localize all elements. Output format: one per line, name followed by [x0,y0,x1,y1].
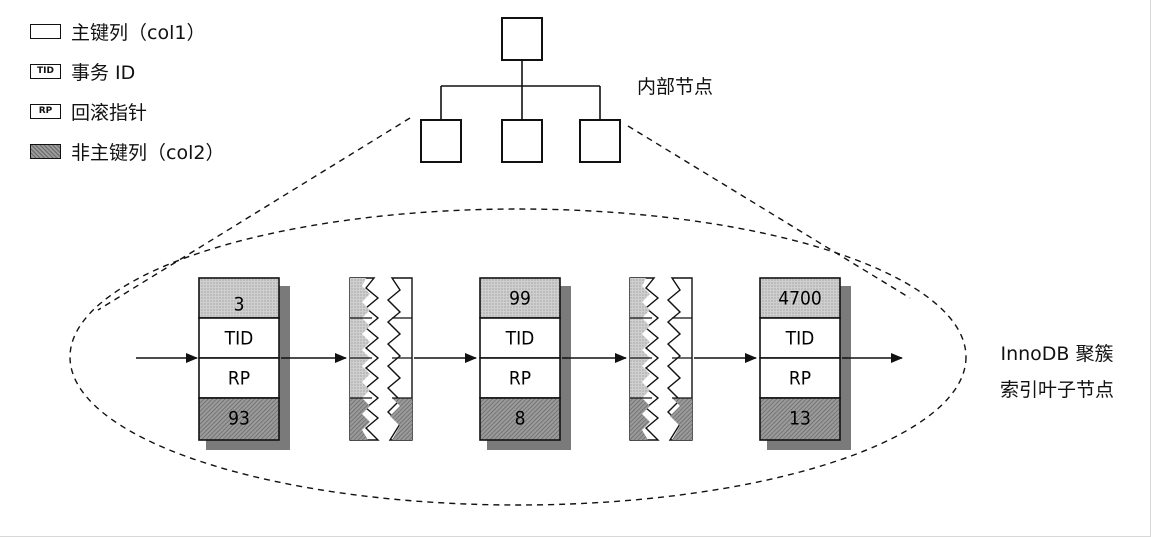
leaf-1-value: 93 [228,408,250,430]
leaf-2-value: 8 [515,408,526,430]
leaf-2-key: 99 [509,288,531,310]
leaf-3-value: 13 [789,408,811,430]
leaf-nodes-label: InnoDB 聚簇 索引叶子节点 [978,336,1136,408]
zoom-line-right [627,125,911,299]
leaf-node-2: 99 TID RP 8 [479,277,571,450]
elided-pages-1 [349,277,413,441]
legend-label-transaction-id: 事务 ID [71,61,136,84]
legend-primary-key: 主键列（col1） [30,18,205,44]
legend-swatch-non-key [30,143,61,159]
leaf-node-1: 3 TID RP 93 [198,277,290,450]
root-node [501,17,543,61]
legend-label-rollback-pointer: 回滚指针 [71,101,148,124]
leaf-1-tid: TID [224,328,254,350]
leaf-3-rp: RP [789,368,811,390]
internal-nodes-label: 内部节点 [637,76,714,98]
legend-swatch-primary-key [30,23,61,39]
leaf-1-rp: RP [228,368,250,390]
leaf-3-tid: TID [785,328,815,350]
legend-label-non-key-column: 非主键列（col2） [71,141,225,164]
legend-label-primary-key: 主键列（col1） [71,21,206,44]
internal-tree [420,17,621,163]
legend-swatch-rp: RP [30,103,61,119]
leaf-label-line-1: InnoDB 聚簇 [1000,343,1114,365]
leaf-2-tid: TID [505,328,535,350]
elided-pages-2 [629,277,693,441]
leaf-level-ellipse [69,208,967,506]
zoom-outline [69,117,967,506]
internal-node-right [579,119,621,163]
legend-non-key-column: 非主键列（col2） [30,138,224,164]
leaf-label-line-2: 索引叶子节点 [999,379,1114,401]
leaf-3-key: 4700 [778,288,822,310]
leaf-1-key: 3 [234,294,245,316]
leaf-node-3: 4700 TID RP 13 [759,277,851,450]
legend-transaction-id: TID 事务 ID [30,58,135,84]
legend-swatch-tid: TID [30,63,61,79]
leaf-2-rp: RP [509,368,531,390]
internal-node-left [420,119,462,163]
legend-rollback-pointer: RP 回滚指针 [30,98,147,124]
internal-node-middle [501,119,543,163]
